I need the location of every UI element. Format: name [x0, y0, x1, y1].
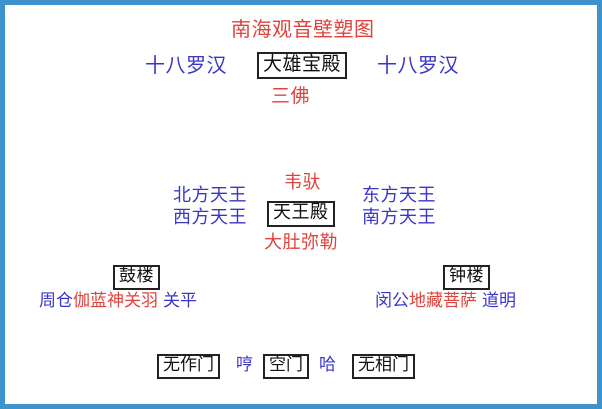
diagram-title: 南海观音壁塑图: [231, 17, 375, 41]
bell-tower-figure-dizangpusa: 地藏菩萨: [409, 291, 477, 311]
gate-kongmen: 空门: [263, 354, 309, 379]
heavenly-king-south: 南方天王: [362, 207, 436, 228]
guardian-heng: 哼: [236, 355, 253, 375]
bell-tower-name: 钟楼: [443, 265, 490, 290]
drum-tower-figure-group: 周仓 伽蓝神 关羽 关平: [39, 293, 197, 310]
drum-tower-figure-zhoucang: 周仓: [39, 291, 73, 311]
gate-wuxiangmen: 无相门: [352, 354, 415, 379]
main-hall-enshrined: 三佛: [271, 85, 311, 107]
heavenly-king-east: 东方天王: [362, 185, 436, 206]
heavenly-kings-hall-above-figure: 韦驮: [284, 172, 321, 193]
bell-tower-figure-group: 闵公 地藏菩萨 道明: [375, 293, 516, 310]
heavenly-king-west: 西方天王: [173, 207, 247, 228]
drum-tower-figure-guanping: 关平: [163, 291, 197, 311]
guardian-ha: 哈: [319, 355, 336, 375]
main-hall-name: 大雄宝殿: [257, 52, 348, 79]
drum-tower-name: 鼓楼: [113, 265, 160, 290]
bell-tower-figure-mingong: 闵公: [375, 291, 409, 311]
main-hall-left-attendants: 十八罗汉: [145, 53, 227, 77]
main-hall-right-attendants: 十八罗汉: [377, 53, 459, 77]
drum-tower-figure-guanyu: 关羽: [124, 291, 158, 311]
bell-tower-figure-daoming: 道明: [482, 291, 516, 311]
gates-row: 无作门 哼 空门 哈 无相门: [157, 354, 415, 379]
drum-tower-figure-qielanshen: 伽蓝神: [73, 291, 124, 311]
heavenly-kings-hall-below-figure: 大肚弥勒: [264, 232, 338, 253]
gate-wuzuomen: 无作门: [157, 354, 220, 379]
heavenly-king-north: 北方天王: [173, 185, 247, 206]
heavenly-kings-hall-name: 天王殿: [267, 201, 335, 227]
